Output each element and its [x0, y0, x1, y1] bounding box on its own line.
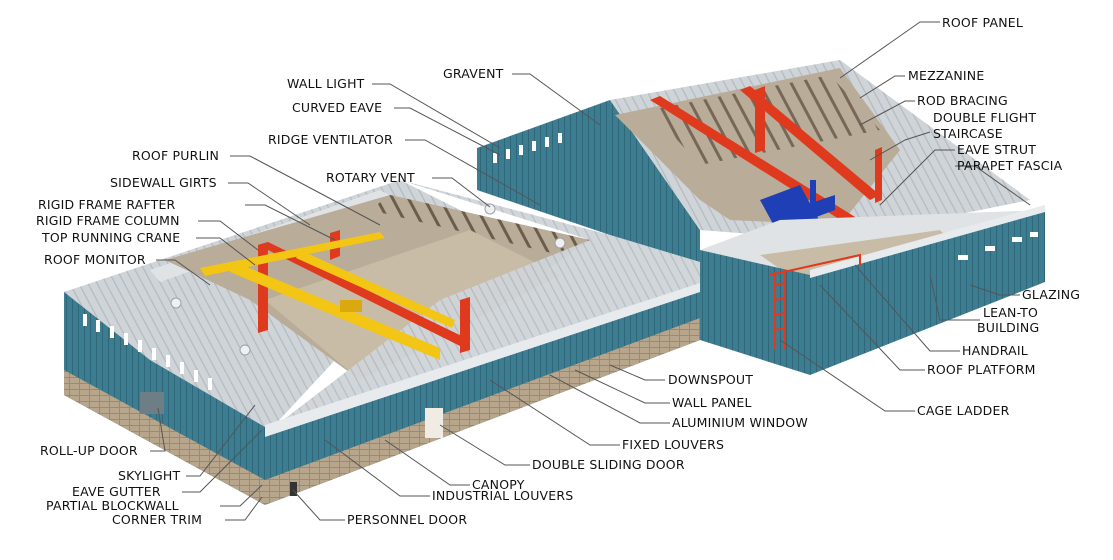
label-double-sliding-door: DOUBLE SLIDING DOOR: [532, 457, 685, 472]
label-curved-eave: CURVED EAVE: [292, 100, 383, 115]
label-building: BUILDING: [977, 320, 1040, 335]
windows: [83, 133, 1038, 390]
label-eave-strut: EAVE STRUT: [957, 142, 1037, 157]
label-rigid-frame-rafter: RIGID FRAME RAFTER: [38, 197, 176, 212]
label-rotary-vent: ROTARY VENT: [326, 170, 415, 185]
label-handrail: HANDRAIL: [962, 343, 1028, 358]
leader-lines: [150, 21, 1031, 521]
label-wall-panel: WALL PANEL: [672, 395, 752, 410]
label-rigid-frame-column: RIGID FRAME COLUMN: [36, 213, 180, 228]
label-eave-gutter: EAVE GUTTER: [72, 484, 161, 499]
center-front-wall: [477, 100, 700, 262]
label-staircase: STAIRCASE: [933, 126, 1003, 141]
label-double-flight: DOUBLE FLIGHT: [933, 110, 1037, 125]
label-fixed-louvers: FIXED LOUVERS: [622, 437, 725, 452]
front-blockwall: [265, 318, 700, 505]
label-cage-ladder: CAGE LADDER: [917, 403, 1010, 418]
rigid-frames: [258, 230, 470, 353]
lean-to-side-wall: [810, 210, 1045, 375]
lean-to-front-wall: [700, 250, 810, 375]
label-sidewall-girts: SIDEWALL GIRTS: [110, 175, 217, 190]
label-aluminium-window: ALUMINIUM WINDOW: [672, 415, 808, 430]
rotary-vents: [170, 203, 566, 356]
label-partial-blockwall: PARTIAL BLOCKWALL: [46, 498, 179, 513]
label-ridge-ventilator: RIDGE VENTILATOR: [268, 132, 393, 147]
label-mezzanine: MEZZANINE: [908, 68, 985, 83]
left-end-blockwall: [64, 370, 265, 505]
eave-gutter-strip: [265, 283, 700, 437]
label-gravent: GRAVENT: [443, 66, 504, 81]
label-parapet-fascia: PARAPET FASCIA: [957, 158, 1063, 173]
label-corner-trim: CORNER TRIM: [112, 512, 203, 527]
label-rod-bracing: ROD BRACING: [917, 93, 1008, 108]
label-roof-monitor: ROOF MONITOR: [44, 252, 146, 267]
label-canopy: CANOPY: [472, 477, 525, 492]
label-roof-purlin: ROOF PURLIN: [132, 148, 220, 163]
crane: [200, 232, 455, 360]
label-personnel-door: PERSONNEL DOOR: [347, 512, 468, 527]
interior-purlins: [370, 195, 590, 255]
main-roof-right: [270, 180, 700, 430]
label-wall-light: WALL LIGHT: [287, 76, 365, 91]
handrail-and-ladder: [769, 253, 861, 350]
personnel-door: [290, 482, 297, 496]
label-industrial-louvers: INDUSTRIAL LOUVERS: [432, 488, 574, 503]
label-roll-up-door: ROLL-UP DOOR: [40, 443, 138, 458]
label-lean-to: LEAN-TO: [983, 305, 1039, 320]
label-top-running-crane: TOP RUNNING CRANE: [42, 230, 181, 245]
double-sliding-door: [425, 408, 443, 438]
label-downspout: DOWNSPOUT: [668, 372, 754, 387]
roll-up-door: [140, 392, 164, 414]
label-roof-platform: ROOF PLATFORM: [927, 362, 1036, 377]
label-glazing: GLAZING: [1022, 287, 1081, 302]
parapet: [810, 205, 1045, 278]
label-skylight: SKYLIGHT: [118, 468, 181, 483]
label-roof-panel: ROOF PANEL: [942, 15, 1024, 30]
